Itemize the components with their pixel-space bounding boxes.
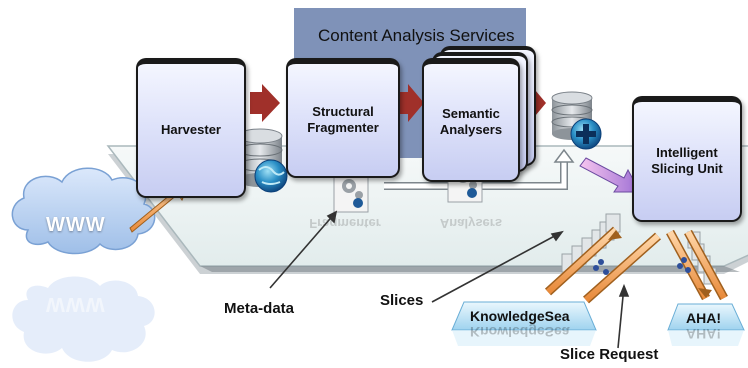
pointer-lines xyxy=(269,210,630,349)
globe-icon xyxy=(254,159,288,193)
semantic-analysers-box: Semantic Analysers xyxy=(422,58,520,182)
harvester-label: Harvester xyxy=(161,121,221,137)
ingest-arrow xyxy=(579,157,641,193)
structural-fragmenter-box: Structural Fragmenter xyxy=(286,58,400,178)
slice-arrows xyxy=(544,226,728,304)
knowledgesea-reflection: KnowledgeSea xyxy=(470,324,570,340)
intelligent-slicing-unit-box: Intelligent Slicing Unit xyxy=(632,96,742,222)
slice-request-label: Slice Request xyxy=(560,346,659,363)
www-cloud xyxy=(11,167,156,362)
semantic-analysers-label: Semantic Analysers xyxy=(439,105,503,137)
aha-platform xyxy=(667,303,745,346)
return-path-arrow xyxy=(384,148,575,190)
www-reflection: WWW xyxy=(46,293,106,315)
knowledgesea-label: KnowledgeSea xyxy=(470,308,570,324)
intelligent-slicing-unit-label: Intelligent Slicing Unit xyxy=(651,144,723,176)
aha-reflection: AHA! xyxy=(686,326,721,342)
aha-label: AHA! xyxy=(686,310,721,326)
fragmenter-reflection: Fragmenter xyxy=(309,216,381,231)
arrow-right-icon xyxy=(398,84,424,122)
analysers-reflection: Analysers xyxy=(439,216,503,231)
slices-label: Slices xyxy=(380,292,424,309)
plus-icon xyxy=(570,118,602,150)
harvester-box: Harvester xyxy=(136,58,246,198)
content-analysis-title: Content Analysis Services xyxy=(318,26,515,45)
knowledgesea-platform xyxy=(451,301,597,346)
arrow-right-icon xyxy=(250,84,280,122)
structural-fragmenter-label: Structural Fragmenter xyxy=(307,103,379,135)
metadata-label: Meta-data xyxy=(224,300,295,317)
www-label: WWW xyxy=(46,214,106,236)
